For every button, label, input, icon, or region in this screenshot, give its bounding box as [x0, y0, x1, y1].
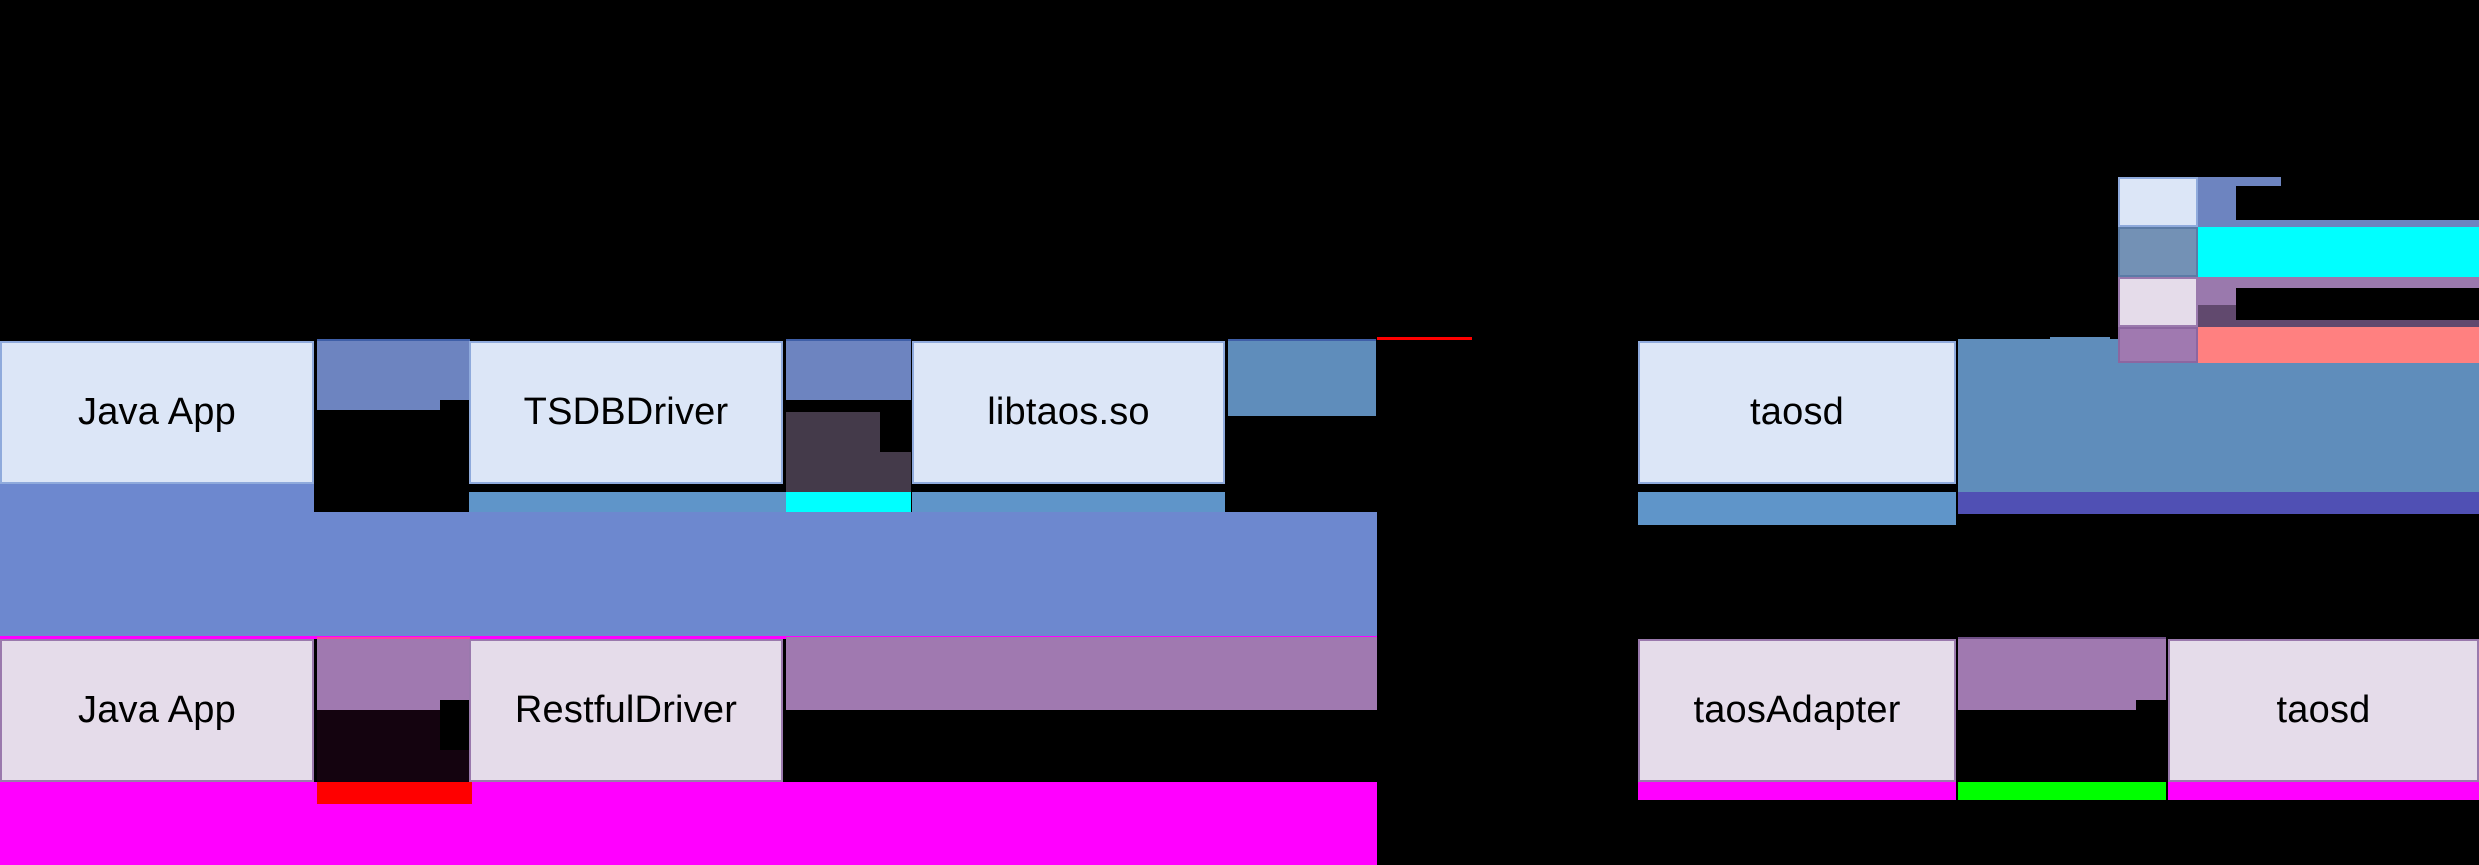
redaction-notch-2 [880, 400, 911, 452]
band-magenta-rule-top [0, 636, 1377, 639]
node-taos-adapter[interactable]: taosAdapter [1638, 639, 1956, 782]
band-magenta-bottom [0, 782, 1377, 865]
node-restful-driver[interactable]: RestfulDriver [469, 639, 783, 782]
node-label: Java App [78, 689, 236, 731]
legend-tick-steel [2050, 337, 2110, 363]
legend-swatch-2 [2118, 277, 2198, 327]
accent-red-line-1 [1377, 337, 1472, 340]
legend-swatch-0 [2118, 177, 2198, 227]
legend-label-2-redacted [2236, 288, 2479, 320]
redaction-notch-1 [440, 400, 470, 450]
node-libtaos-so[interactable]: libtaos.so [912, 341, 1225, 484]
node-taosd-native[interactable]: taosd [1638, 341, 1956, 484]
band-blue-left-upper [0, 484, 314, 514]
strip-magenta-under-taosadapter [1638, 782, 1956, 800]
legend-bar-1 [2198, 227, 2479, 277]
redaction-block-4 [786, 710, 1377, 782]
legend-label-0-redacted [2236, 186, 2479, 220]
redaction-notch-5 [2136, 700, 2166, 750]
strip-under-taosd-native [1638, 492, 1956, 525]
band-indigo-right [1958, 492, 2479, 514]
node-label: libtaos.so [987, 391, 1150, 433]
node-label: taosd [1750, 391, 1844, 433]
redaction-bar-2 [786, 400, 884, 412]
node-label: RestfulDriver [514, 689, 738, 731]
accent-green-strip-1 [1958, 782, 2166, 800]
band-blue-middle [0, 512, 1377, 638]
node-tsdb-driver[interactable]: TSDBDriver [469, 341, 783, 484]
node-java-app-native[interactable]: Java App [0, 341, 314, 484]
node-label: TSDBDriver [523, 391, 729, 433]
node-label: taosd [2276, 689, 2371, 731]
accent-red-strip-2 [317, 782, 472, 804]
band-steel-right [1958, 339, 2479, 492]
strip-magenta-under-taosd-rest [2168, 782, 2479, 800]
legend-bar-3 [2198, 327, 2479, 363]
redaction-block-5 [1958, 710, 2166, 782]
legend-swatch-1 [2118, 227, 2198, 277]
node-java-app-rest[interactable]: Java App [0, 639, 314, 782]
node-taosd-rest[interactable]: taosd [2168, 639, 2479, 782]
connector-libtaos-to-taosd [1228, 339, 1376, 416]
node-label: Java App [78, 391, 236, 433]
node-label: taosAdapter [1693, 689, 1901, 731]
legend-swatch-3 [2118, 327, 2198, 363]
redaction-notch-3 [440, 700, 470, 750]
